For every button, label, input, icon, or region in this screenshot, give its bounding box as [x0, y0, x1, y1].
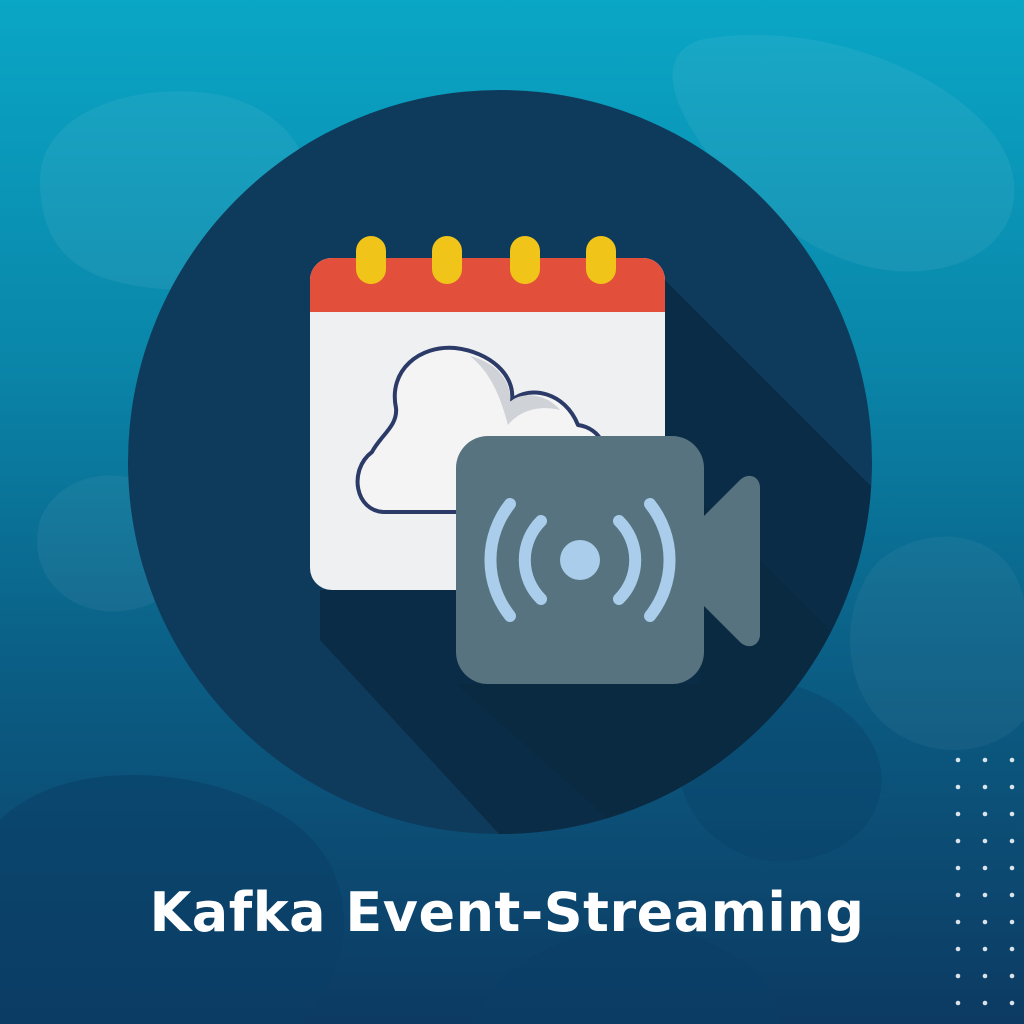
live-stream-camera-icon — [456, 436, 760, 684]
broadcast-signal-icon — [484, 498, 676, 622]
dot-grid-decoration — [955, 757, 1015, 1006]
page-title: Kafka Event-Streaming — [149, 881, 865, 944]
